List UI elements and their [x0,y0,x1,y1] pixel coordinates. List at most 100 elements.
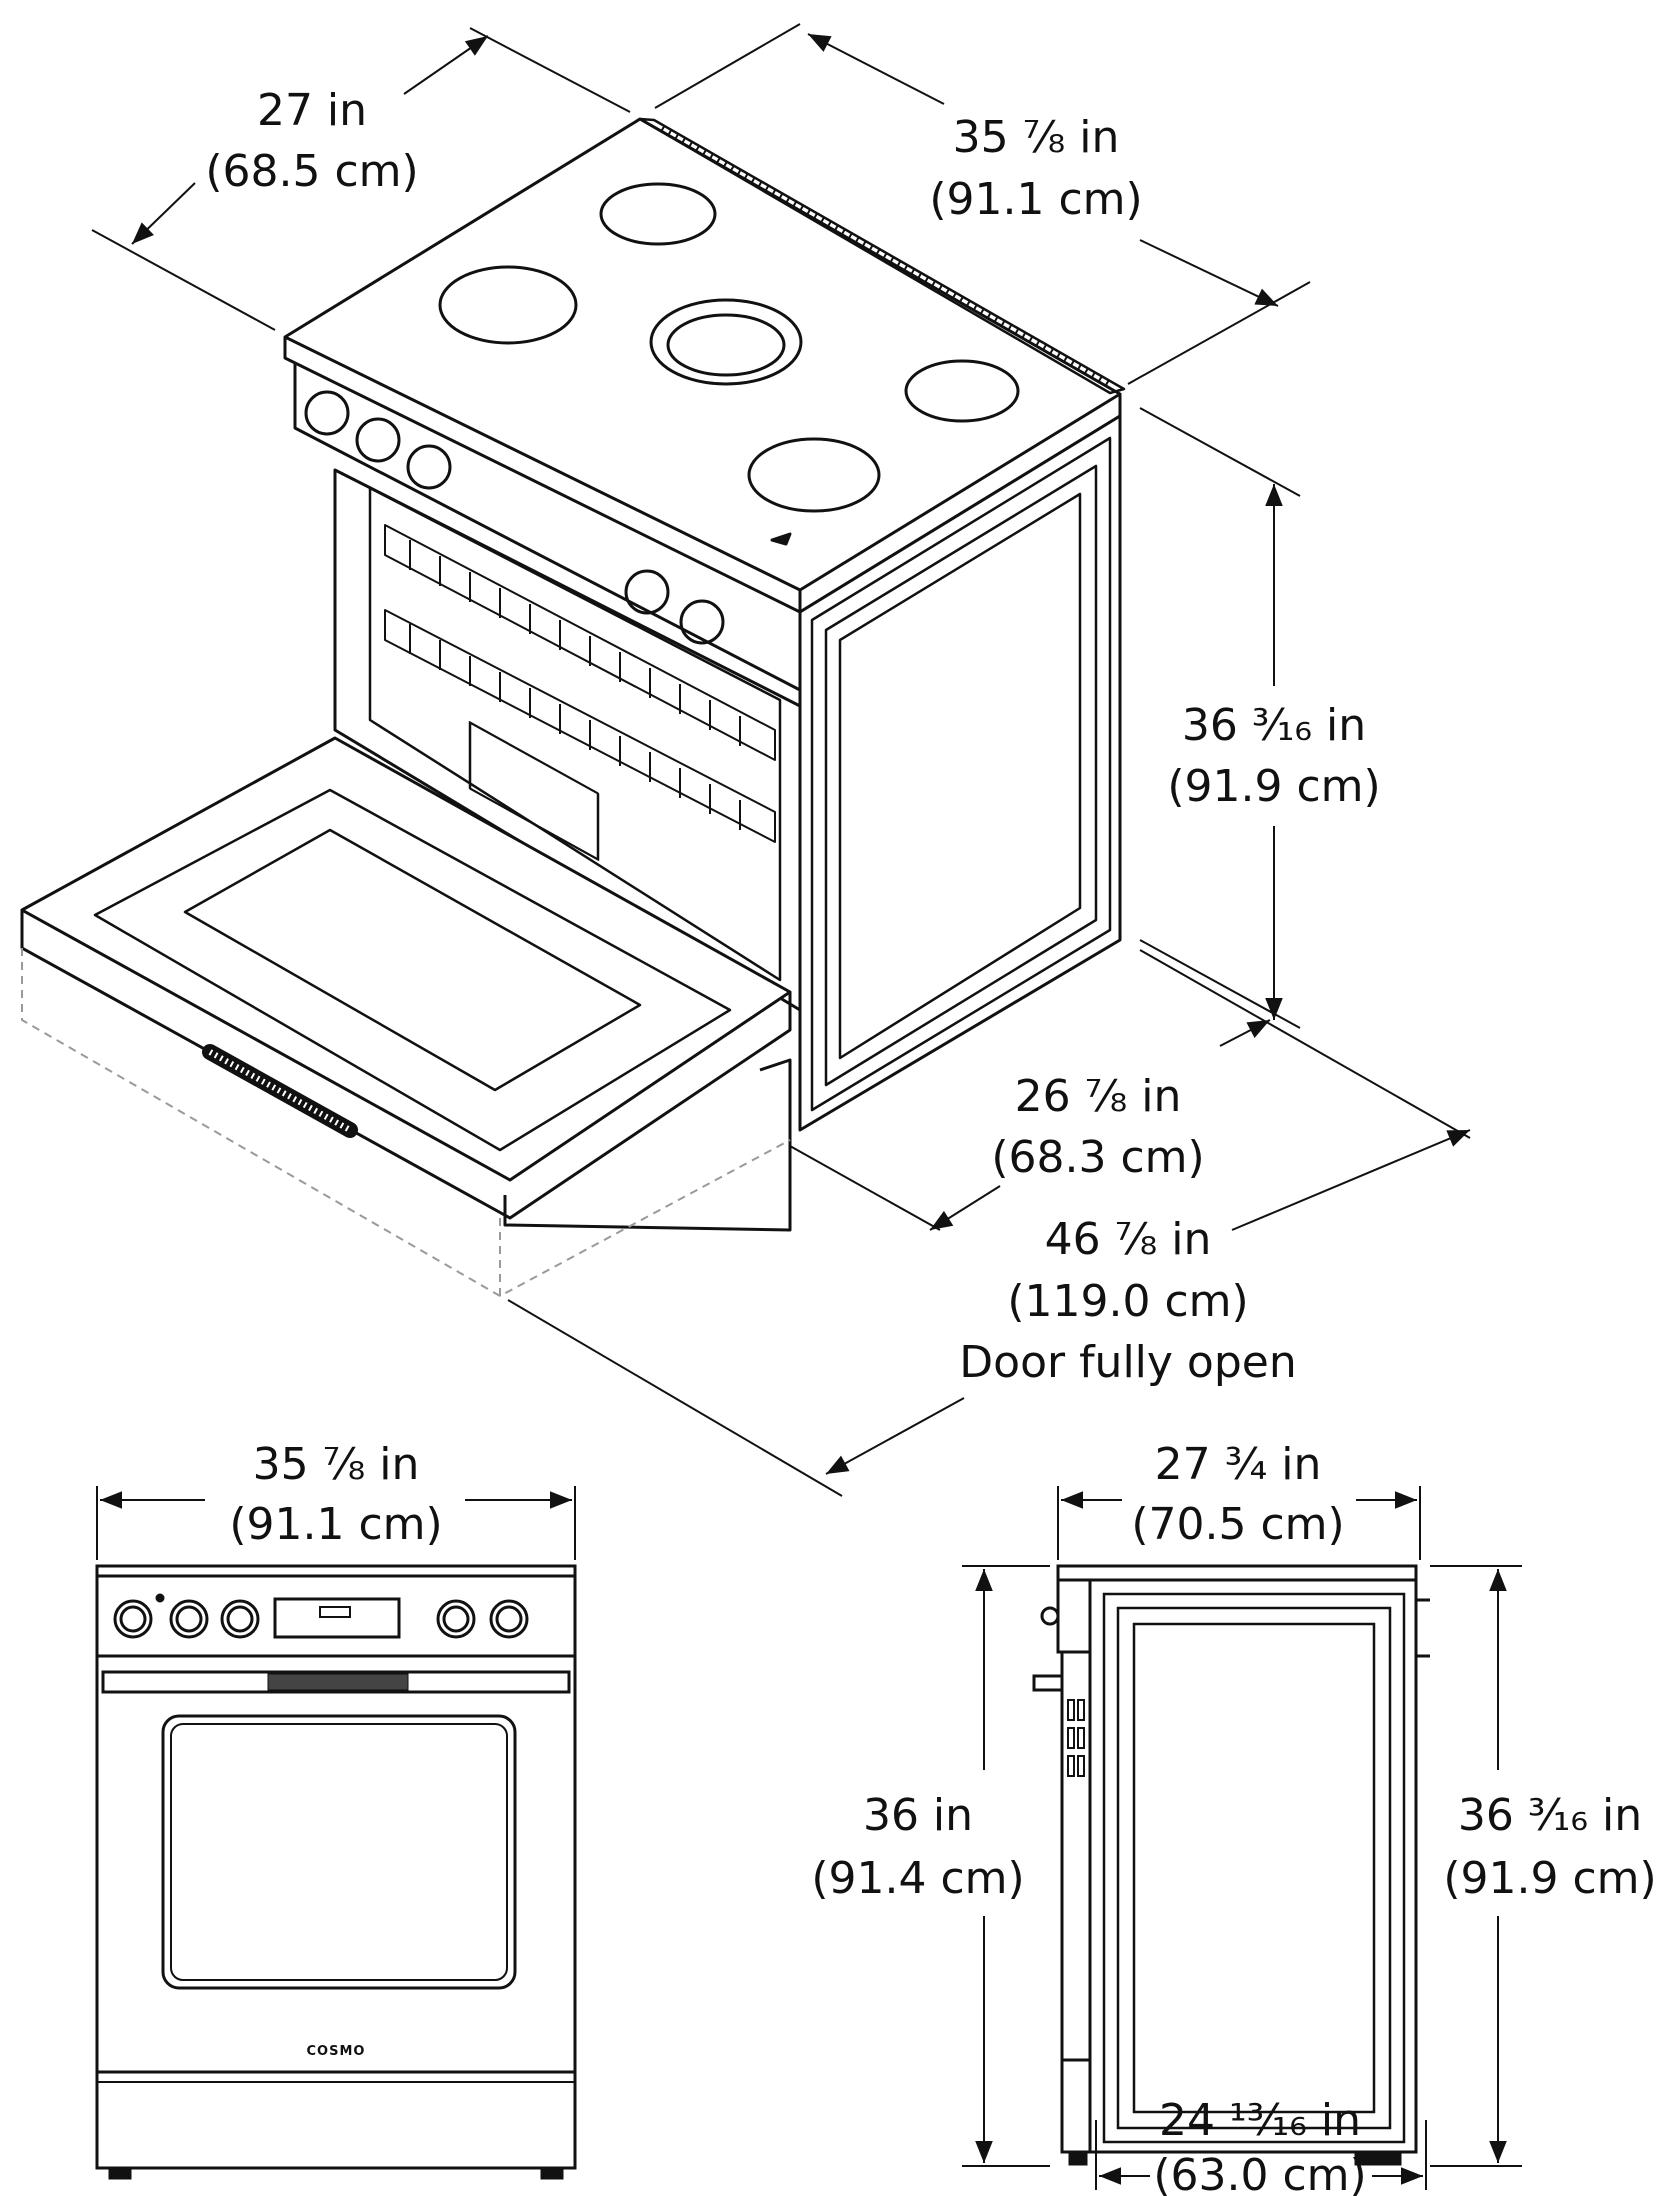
side-oven-door [1060,1650,1092,2062]
knob-icon [436,1599,476,1639]
oven-door-thickness [20,910,792,1220]
knob-icon [489,1599,529,1639]
iso-door-open-imperial: 46 ⅞ in [1045,1214,1212,1265]
control-knobs [304,390,725,645]
side-view [1032,1564,1430,2166]
knob-icon [226,1605,254,1633]
knob-icon [220,1599,260,1639]
burner-right [904,359,1020,423]
iso-door-open-metric: (119.0 cm) [1007,1276,1248,1327]
side-vents [1067,1699,1085,1777]
oven-cavity-inner [368,486,782,982]
side-depth-metric: (70.5 cm) [1131,1499,1344,1550]
iso-depth-extension-1 [91,229,276,331]
iso-body-depth-extension [1139,949,1471,1139]
side-panel-body [1088,1578,1418,2154]
iso-door-open-extension-1 [507,1299,843,1497]
side-height-back-metric: (91.9 cm) [1443,1853,1656,1904]
iso-height-extension-1 [1139,407,1301,497]
oven-door-window [183,828,642,1092]
front-view [95,1564,577,2180]
side-knob-icon [1040,1606,1060,1626]
iso-dimension-lines [91,23,1471,1497]
iso-height-imperial: 36 ³⁄₁₆ in [1182,700,1366,751]
front-oven-window-inner [170,1723,508,1981]
iso-depth-metric: (68.5 cm) [205,146,418,197]
iso-depth-imperial: 27 in [257,85,367,136]
burner-center-inner [666,313,786,377]
iso-width-extension-1 [654,23,801,109]
iso-door-open-arrow-1 [1231,1129,1471,1231]
knob-icon [624,569,670,615]
iso-body-depth-extension-2 [789,1145,941,1231]
indicator-light [155,1593,165,1603]
side-panel-frame-outer [1102,1592,1406,2144]
knob-icon [304,390,350,436]
side-height-front-metric: (91.4 cm) [811,1853,1024,1904]
side-door-handle-icon [1032,1674,1062,1692]
cooktop-indicator [770,532,792,546]
side-cabinet-metric: (63.0 cm) [1153,2150,1366,2196]
knob-icon [679,599,725,645]
front-display-readout [319,1606,351,1618]
iso-body-depth-imperial: 26 ⅞ in [1015,1071,1182,1122]
knob-icon [442,1605,470,1633]
side-drawer [1060,2058,1092,2154]
front-handle-vent [267,1673,409,1691]
isometric-range-view [20,117,1126,1297]
knob-icon [119,1605,147,1633]
side-dimension-lines [962,1486,1522,2190]
iso-door-open-note: Door fully open [959,1337,1296,1388]
side-panel-frame-1 [810,436,1112,1112]
oven-racks [384,524,776,843]
iso-dimension-labels: 27 in (68.5 cm) 35 ⅞ in (91.1 cm) 36 ³⁄₁… [205,85,1380,1388]
side-panel-frame-inner [1132,1622,1376,2114]
oven-door-open [20,736,792,1182]
side-cabinet-imperial: 24 ¹³⁄₁₆ in [1159,2095,1361,2146]
storage-drawer [503,1058,792,1232]
side-height-front-imperial: 36 in [863,1790,973,1841]
side-foot-back [1354,2150,1402,2166]
iso-width-arrow-2 [1139,239,1279,307]
iso-width-metric: (91.1 cm) [929,174,1142,225]
front-door-handle [101,1670,571,1694]
front-dimension-lines [96,1486,576,1560]
front-foot-left [108,2166,132,2180]
iso-body-depth-arrow-2 [929,1185,1001,1231]
front-width-imperial: 35 ⅞ in [253,1439,420,1490]
side-foot-front [1068,2150,1088,2166]
knob-icon [355,417,401,463]
cooktop-front-edge [283,337,802,614]
iso-width-arrow-1 [807,33,945,105]
brand-logo: COSMO [307,2044,366,2059]
iso-height-extension-2 [1139,939,1301,1029]
knob-icon [169,1599,209,1639]
oven-cavity-outer [333,468,802,1012]
burner-back-left [599,182,717,246]
oven-door-inner-panel [93,788,732,1152]
iso-depth-extension-2 [469,27,631,113]
burner-left [438,265,578,345]
burner-front [747,437,881,513]
front-display [273,1597,401,1639]
side-panel-frame-3 [838,492,1082,1060]
iso-body-depth-arrow-1 [1219,1019,1271,1047]
side-cooktop-edge [1056,1564,1418,1582]
iso-depth-arrow-1 [131,182,196,245]
knob-icon [175,1605,203,1633]
side-panel-frame-mid [1116,1606,1392,2130]
knob-icon [406,444,452,490]
side-depth-imperial: 27 ¾ in [1155,1439,1322,1490]
iso-width-imperial: 35 ⅞ in [953,112,1120,163]
front-width-metric: (91.1 cm) [229,1499,442,1550]
knob-icon [495,1605,523,1633]
front-oven-window [161,1714,517,1990]
knob-icon [113,1599,153,1639]
front-drawer [95,2070,577,2170]
front-foot-right [540,2166,564,2180]
side-panel-frame-2 [824,464,1098,1087]
side-control-panel [1056,1578,1092,1654]
iso-body-depth-metric: (68.3 cm) [991,1132,1204,1183]
iso-depth-arrow-2 [403,35,489,95]
